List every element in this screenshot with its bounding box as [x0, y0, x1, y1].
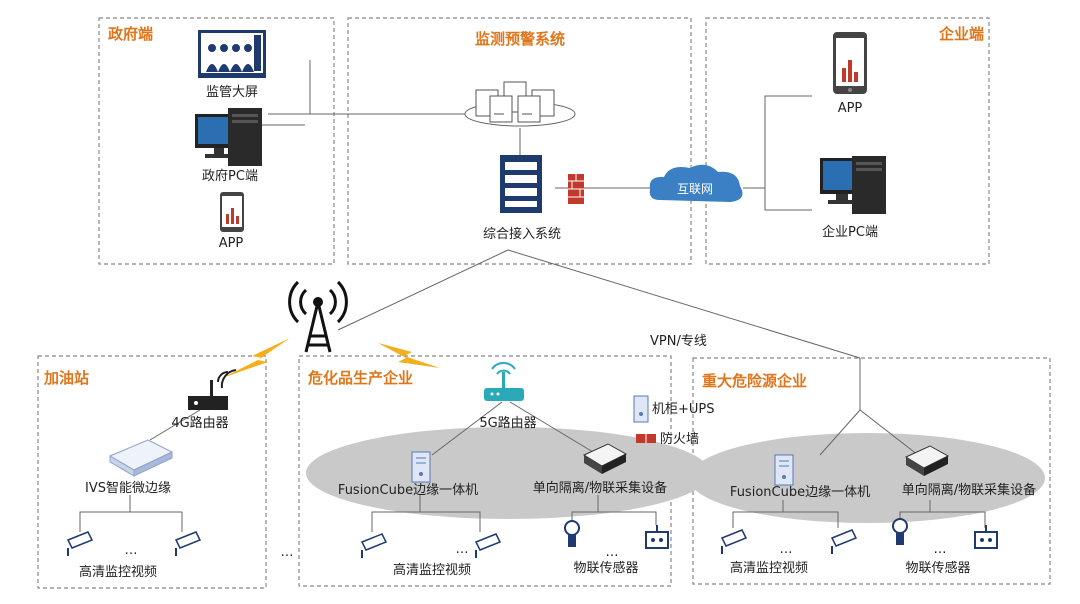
hazard-camera-icon-2 — [830, 529, 858, 554]
hazard-iot-gateway-icon — [904, 445, 950, 476]
chem-video-tree-left — [371, 495, 421, 532]
hazard-sensor-icon-1 — [892, 518, 908, 545]
gov-region-box — [98, 17, 335, 265]
server-to-vpn-line — [507, 249, 861, 359]
hazard-heading: 重大危险源企业 — [702, 372, 807, 390]
ent-app-label: APP — [838, 101, 863, 116]
internet-cloud-icon — [649, 164, 743, 202]
gas-edge-label: IVS智能微边缘 — [85, 481, 171, 496]
server-cluster-icon — [464, 81, 576, 127]
gov-pc-icon — [195, 108, 262, 166]
hazard-camera-icon-1 — [720, 529, 748, 554]
access-server-icon — [500, 155, 542, 213]
monitor-heading: 监测预警系统 — [475, 30, 565, 48]
chem-heading: 危化品生产企业 — [308, 369, 413, 387]
enterprise-heading: 企业端 — [938, 25, 984, 43]
gas-region-box — [37, 355, 267, 589]
chem-camera-icon-2 — [474, 533, 502, 558]
gas-heading: 加油站 — [43, 369, 89, 387]
gov-heading: 政府端 — [108, 25, 153, 43]
ups-cabinet-icon — [633, 395, 649, 423]
gas-router-label: 4G路由器 — [171, 415, 228, 431]
ent-bracket-line — [764, 95, 812, 211]
hazard-video-tree-left — [732, 500, 784, 528]
hazard-sensor-dots: … — [934, 542, 947, 557]
legend-firewall-icon — [636, 434, 656, 443]
chem-sensor-tree-right — [598, 511, 657, 525]
chem-iot-gateway-icon — [582, 443, 628, 474]
big-screen-icon — [198, 30, 266, 78]
router-4g-icon — [188, 369, 237, 410]
vpn-right-branch — [859, 409, 919, 456]
firewall-icon — [568, 174, 584, 204]
ent-pc-icon — [820, 156, 886, 214]
chem-sensor-dots: … — [606, 545, 619, 560]
monitor-region-box — [347, 17, 692, 265]
chem-sensor-tree-left — [571, 495, 599, 522]
signal-tower-icon — [288, 280, 348, 353]
gas-video-tree-left — [79, 495, 131, 532]
chem-router-left — [431, 401, 503, 456]
gov-app-label: APP — [219, 236, 244, 251]
legend-firewall-label: 防火墙 — [660, 431, 699, 447]
vpn-label: VPN/专线 — [650, 334, 707, 349]
legend-ups-label: 机柜+UPS — [652, 402, 715, 417]
access-system-label: 综合接入系统 — [483, 226, 561, 242]
gas-camera-icon-2 — [174, 531, 202, 556]
hazard-iot-label: 单向隔离/物联采集设备 — [902, 482, 1036, 498]
server-to-tower-line — [337, 249, 509, 331]
hazard-video-tree-right — [783, 511, 839, 528]
gov-pc-label: 政府PC端 — [202, 169, 258, 184]
gov-phone-icon — [220, 192, 244, 232]
router-5g-icon — [484, 362, 524, 401]
hazard-video-label: 高清监控视频 — [730, 560, 808, 576]
chem-router-right — [509, 401, 599, 456]
gov-screen-label: 监管大屏 — [206, 85, 258, 100]
chem-sensor-label: 物联传感器 — [573, 560, 638, 576]
hazard-sensor-label: 物联传感器 — [905, 560, 970, 576]
bolt-gas-icon — [222, 338, 290, 378]
internet-label: 互联网 — [677, 182, 713, 196]
hazard-cube-label: FusionCube边缘一体机 — [730, 485, 870, 500]
chem-sensor-icon-1 — [564, 520, 580, 547]
chem-video-label: 高清监控视频 — [393, 562, 471, 578]
gas-video-label: 高清监控视频 — [79, 564, 157, 580]
gas-camera-icon-1 — [66, 531, 94, 556]
hazard-edge-ellipse — [689, 433, 1045, 523]
hazard-video-dots: … — [780, 542, 793, 557]
chem-video-tree-right — [420, 511, 481, 532]
ivs-edge-icon — [108, 439, 174, 477]
chem-sensor-icon-2 — [645, 525, 669, 549]
chem-router-label: 5G路由器 — [479, 415, 536, 431]
chem-video-dots: … — [456, 542, 469, 557]
gas-dots: … — [125, 543, 138, 558]
gas-router-to-edge — [149, 409, 201, 441]
hazard-fusioncube-icon — [774, 454, 794, 486]
hazard-sensor-tree-right — [930, 511, 986, 528]
chem-fusioncube-icon — [411, 451, 431, 483]
between-dots: … — [281, 545, 294, 560]
gov-link-line — [268, 60, 311, 115]
ent-phone-icon — [833, 32, 867, 94]
ent-pc-label: 企业PC端 — [822, 224, 878, 240]
gas-video-tree-right — [130, 511, 183, 532]
chem-cube-label: FusionCube边缘一体机 — [338, 483, 478, 498]
bolt-chem-icon — [378, 343, 440, 368]
chem-camera-icon-1 — [360, 533, 388, 558]
chem-iot-label: 单向隔离/物联采集设备 — [533, 480, 667, 496]
hazard-sensor-icon-2 — [974, 525, 998, 549]
enterprise-region-box — [705, 17, 990, 265]
hazard-sensor-tree-left — [899, 500, 931, 520]
